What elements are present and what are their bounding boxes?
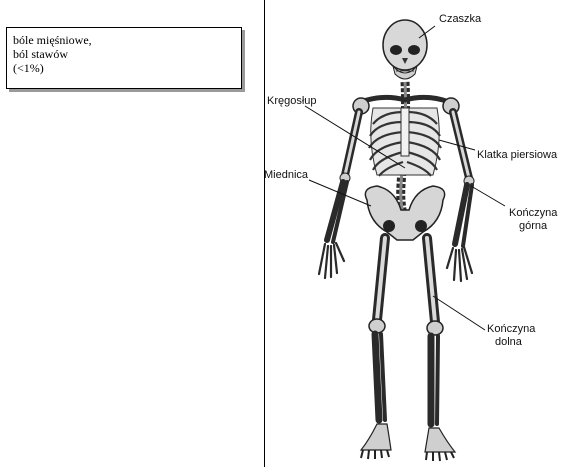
label-upper-limb-2: górna [519, 220, 548, 232]
label-upper-limb-1: Kończyna [509, 207, 558, 219]
callout-line-3: (<1%) [13, 61, 92, 75]
side-effect-callout: bóle mięśniowe, ból stawów (<1%) [6, 27, 242, 89]
upper-limb-right-icon [447, 112, 474, 281]
lower-limb-right-icon [425, 238, 455, 461]
pelvis-icon [365, 186, 444, 240]
label-pelvis: Miednica [265, 169, 309, 181]
leader-upper-limb [471, 186, 505, 206]
upper-limb-left-icon [319, 112, 359, 278]
callout-text: bóle mięśniowe, ból stawów (<1%) [13, 33, 92, 75]
callout-line-2: ból stawów [13, 47, 92, 61]
label-spine: Kręgosłup [267, 95, 317, 107]
label-lower-limb-2: dolna [495, 336, 523, 348]
skull-icon [383, 20, 427, 79]
label-ribcage: Klatka piersiowa [477, 149, 558, 161]
skeleton-drawing: Czaszka Kręgosłup Klatka piersiowa Miedn… [265, 0, 578, 467]
skeleton-figure: Czaszka Kręgosłup Klatka piersiowa Miedn… [264, 0, 578, 467]
lower-limb-left-icon [361, 238, 391, 459]
ribcage-icon [369, 108, 441, 176]
label-skull: Czaszka [439, 13, 482, 25]
label-lower-limb-1: Kończyna [487, 323, 536, 335]
callout-line-1: bóle mięśniowe, [13, 33, 92, 47]
